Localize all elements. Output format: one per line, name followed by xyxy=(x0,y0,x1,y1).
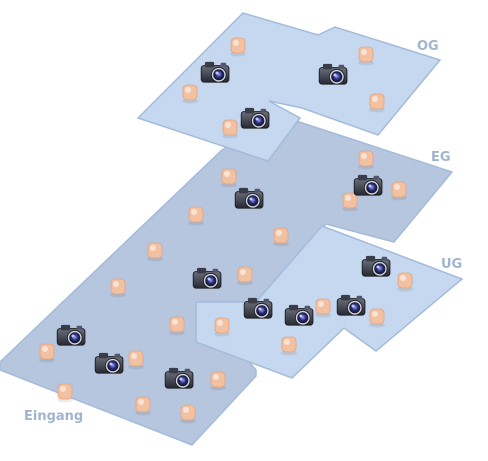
bag-icon[interactable] xyxy=(358,150,374,170)
wrench-icon[interactable] xyxy=(315,298,331,318)
phone-icon[interactable] xyxy=(57,383,73,403)
people-icon[interactable] xyxy=(342,192,358,212)
boxes-icon[interactable] xyxy=(397,272,413,292)
donut-icon[interactable] xyxy=(169,316,185,336)
speech-icon[interactable] xyxy=(128,350,144,370)
floor-labels: OG EG UG Eingang xyxy=(24,39,462,424)
shop-icons-layer xyxy=(39,37,413,424)
joystick-icon[interactable] xyxy=(39,343,55,363)
easel-icon[interactable] xyxy=(135,396,151,416)
shirt-icon[interactable] xyxy=(110,278,126,298)
person-icon[interactable] xyxy=(222,119,238,139)
person-icon[interactable] xyxy=(369,308,385,328)
people-icon[interactable] xyxy=(182,84,198,104)
cake-icon[interactable] xyxy=(188,206,204,226)
ladybug-icon[interactable] xyxy=(221,168,237,188)
gear-icon[interactable] xyxy=(237,266,253,286)
picture-icon[interactable] xyxy=(210,371,226,391)
gift-bag-icon[interactable] xyxy=(230,37,246,57)
truck-icon[interactable] xyxy=(214,317,230,337)
gift-box-icon[interactable] xyxy=(273,227,289,247)
floor-label-ug: UG xyxy=(441,257,462,272)
entrance-label: Eingang xyxy=(24,409,83,424)
ice-cream-icon[interactable] xyxy=(358,46,374,66)
toy-car-icon[interactable] xyxy=(369,93,385,113)
floor-label-og: OG xyxy=(417,39,439,54)
fish-icon[interactable] xyxy=(281,336,297,356)
car-icon[interactable] xyxy=(147,242,163,262)
shoe-icon[interactable] xyxy=(391,181,407,201)
robot-icon[interactable] xyxy=(180,404,196,424)
floor-label-eg: EG xyxy=(431,150,451,165)
floors-layer xyxy=(0,12,464,446)
